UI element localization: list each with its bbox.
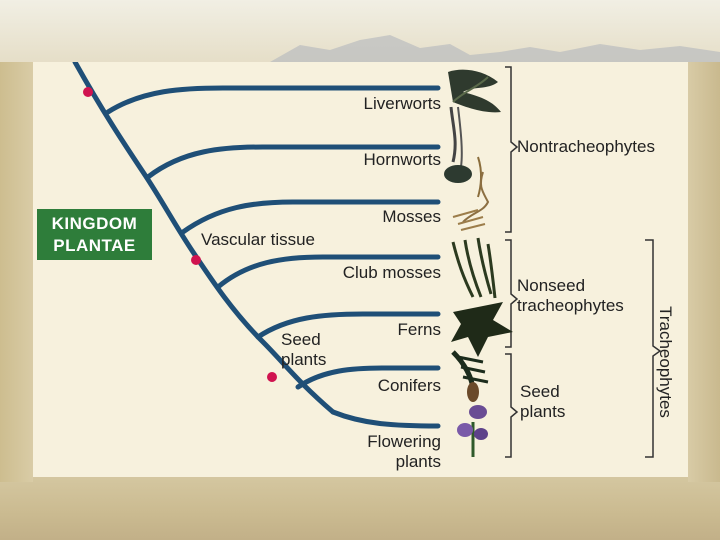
taxon-mosses: Mosses (333, 207, 441, 227)
hornwort-icon (444, 107, 481, 197)
trait-vascular-tissue: Vascular tissue (201, 230, 315, 250)
phylogeny-panel: KINGDOM PLANTAE Liverworts Hornworts Mos… (33, 62, 688, 477)
taxon-conifers: Conifers (333, 376, 441, 396)
node-marker-vascular (191, 255, 201, 265)
background-mountains (0, 0, 720, 70)
taxon-liverworts: Liverworts (333, 94, 441, 114)
background-right (688, 62, 720, 482)
group-seed-plants: Seed plants (520, 382, 580, 422)
taxon-ferns: Ferns (333, 320, 441, 340)
trait-seed-plants: Seed plants (281, 330, 341, 370)
taxon-flowering-plants: Flowering plants (333, 432, 441, 472)
background-ground (0, 470, 720, 540)
club-moss-icon (453, 238, 495, 298)
group-nonseed-tracheophytes: Nonseed tracheophytes (517, 276, 645, 316)
branch-flowering (333, 412, 438, 426)
fern-icon (451, 302, 513, 357)
taxon-club-mosses: Club mosses (318, 263, 441, 283)
liverwort-icon (448, 70, 501, 113)
kingdom-plantae-badge: KINGDOM PLANTAE (37, 209, 152, 260)
group-tracheophytes: Tracheophytes (655, 306, 675, 418)
node-marker-seed (267, 372, 277, 382)
taxon-hornworts: Hornworts (333, 150, 441, 170)
group-tracheophytes-wrap: Tracheophytes (650, 287, 680, 437)
flower-icon (457, 405, 488, 457)
conifer-icon (453, 352, 488, 402)
group-nontracheophytes: Nontracheophytes (517, 137, 655, 157)
node-marker (83, 87, 93, 97)
background-left (0, 62, 33, 482)
